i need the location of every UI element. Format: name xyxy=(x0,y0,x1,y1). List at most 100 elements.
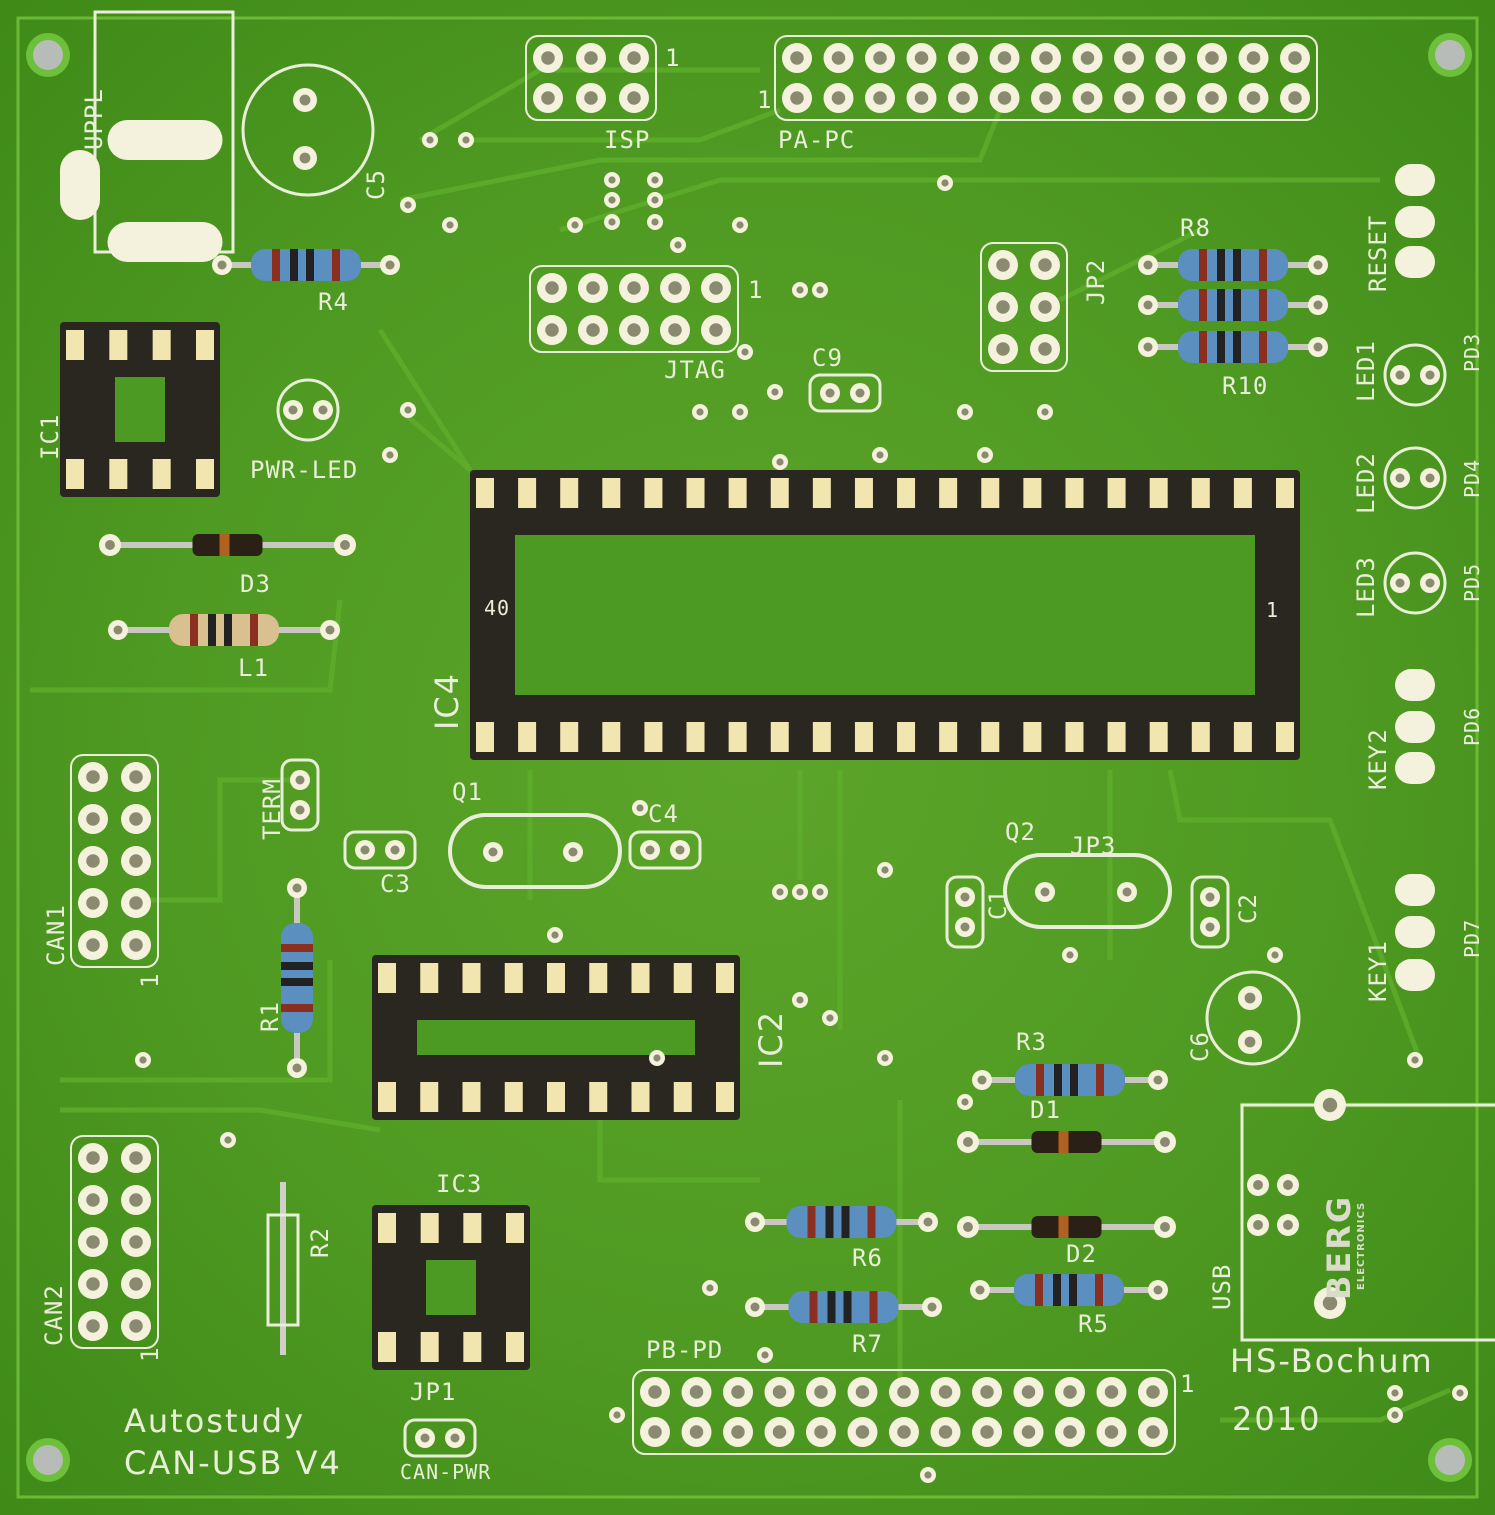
pad-hole xyxy=(86,854,100,868)
pad-hole xyxy=(980,1385,994,1399)
pad-hole xyxy=(1205,922,1215,932)
pad-hole xyxy=(86,1235,100,1249)
label-pwr-led: PWR-LED xyxy=(250,456,359,484)
mounting-hole xyxy=(1435,1445,1465,1475)
resistor-r1-band xyxy=(281,962,313,970)
power-jack-pad xyxy=(60,150,100,220)
usb-connector-outline xyxy=(1240,1103,1495,1342)
ic1-socket-window xyxy=(115,377,165,442)
pad-hole xyxy=(1205,51,1219,65)
pad-hole xyxy=(217,260,227,270)
ic4-socket-contact xyxy=(686,478,705,508)
label-pd3: PD3 xyxy=(1460,332,1484,372)
pad-hole xyxy=(938,1385,953,1399)
pad-hole xyxy=(1080,51,1095,65)
pad-hole xyxy=(651,196,659,204)
pad-hole xyxy=(1039,51,1053,65)
led-outline xyxy=(1383,343,1447,407)
ic3-socket-contact xyxy=(463,1213,482,1243)
ic4-socket-contact xyxy=(939,722,958,752)
ic4-socket-contact xyxy=(812,722,831,752)
pad-hole xyxy=(1253,1220,1263,1230)
label-c9: C9 xyxy=(812,344,843,372)
pad-hole xyxy=(608,196,616,204)
copper-trace xyxy=(559,177,1380,233)
diode-d1-band xyxy=(1058,1131,1069,1153)
pad-hole xyxy=(1283,1220,1293,1230)
label-led3: LED3 xyxy=(1352,556,1380,618)
ic2-socket-window xyxy=(417,1020,695,1055)
pad-hole xyxy=(855,388,865,398)
pad-hole xyxy=(86,812,100,826)
pad-hole xyxy=(1283,1180,1293,1190)
pad-hole xyxy=(627,323,641,337)
ic2-socket-contact xyxy=(673,1082,692,1112)
pad-hole xyxy=(541,91,555,105)
mounting-hole xyxy=(1435,40,1465,70)
label-c1: C1 xyxy=(984,889,1012,920)
label-term: TERM xyxy=(258,778,286,840)
resistor-r5-band xyxy=(1095,1274,1103,1306)
label-pa-pc: PA-PC xyxy=(778,126,856,154)
label-pd7: PD7 xyxy=(1460,918,1484,958)
capacitor-outline xyxy=(1190,875,1230,949)
resistor-r7-band xyxy=(843,1291,852,1323)
pad-hole xyxy=(608,176,616,184)
pad-hole xyxy=(977,1075,987,1085)
capacitor-outline xyxy=(403,1418,477,1458)
pad-hole xyxy=(1205,892,1215,902)
pad-hole xyxy=(129,1277,143,1291)
label-pd5: PD5 xyxy=(1460,562,1484,602)
resistor-r6-band xyxy=(841,1206,850,1238)
resistor-r7 xyxy=(788,1291,899,1323)
pad-hole xyxy=(674,241,682,249)
resistor-r8-band xyxy=(1199,249,1207,281)
ic3-socket-contact xyxy=(463,1332,482,1362)
label-jp1: JP1 xyxy=(410,1378,457,1406)
label-d2: D2 xyxy=(1066,1240,1097,1268)
pad-hole xyxy=(645,845,655,855)
pad-hole xyxy=(1021,1385,1036,1399)
ic4-socket-contact xyxy=(1065,478,1084,508)
pad-hole xyxy=(897,1425,911,1439)
pad-hole xyxy=(855,1425,870,1439)
resistor-r4-band xyxy=(332,249,340,281)
resistor-r7-band xyxy=(827,1291,836,1323)
resistor-r8-band xyxy=(1259,249,1267,281)
pad-hole xyxy=(996,258,1010,272)
ic4-socket-contact xyxy=(897,722,916,752)
ic2-socket-contact xyxy=(716,1082,734,1112)
pad-hole xyxy=(129,1235,143,1249)
pad-hole xyxy=(1313,260,1323,270)
ic2-socket-contact xyxy=(716,963,734,993)
pad-hole xyxy=(545,323,559,337)
pad-hole xyxy=(404,406,412,414)
resistor-r6 xyxy=(786,1206,897,1238)
pad-hole xyxy=(450,1433,460,1443)
usb-brand-logo: BERG xyxy=(1320,1194,1358,1300)
label-key2: KEY2 xyxy=(1364,728,1392,790)
pad-hole xyxy=(1425,473,1435,483)
label-pb-pd-pin1: 1 xyxy=(1180,1370,1196,1398)
pad-hole xyxy=(1246,51,1261,65)
pad-hole xyxy=(668,281,682,295)
pad-hole xyxy=(960,892,970,902)
pad-hole xyxy=(1063,1385,1077,1399)
button-pad xyxy=(1395,164,1435,196)
label-can1: CAN1 xyxy=(42,904,70,966)
pad-hole xyxy=(790,91,804,105)
pad-hole xyxy=(963,1137,973,1147)
pad-hole xyxy=(1143,300,1153,310)
pad-hole xyxy=(924,1471,932,1479)
capacitor-outline xyxy=(945,875,985,949)
pad-hole xyxy=(113,625,123,635)
resistor-r4-band xyxy=(272,249,280,281)
pad-hole xyxy=(689,1385,704,1399)
ic4-socket-contact xyxy=(1233,478,1252,508)
ic2-socket-contact xyxy=(462,1082,481,1112)
label-r8: R8 xyxy=(1180,214,1211,242)
pad-hole xyxy=(129,854,143,868)
led-outline xyxy=(276,378,340,442)
label-can2: CAN2 xyxy=(40,1284,68,1346)
pad-hole xyxy=(1322,1295,1338,1311)
